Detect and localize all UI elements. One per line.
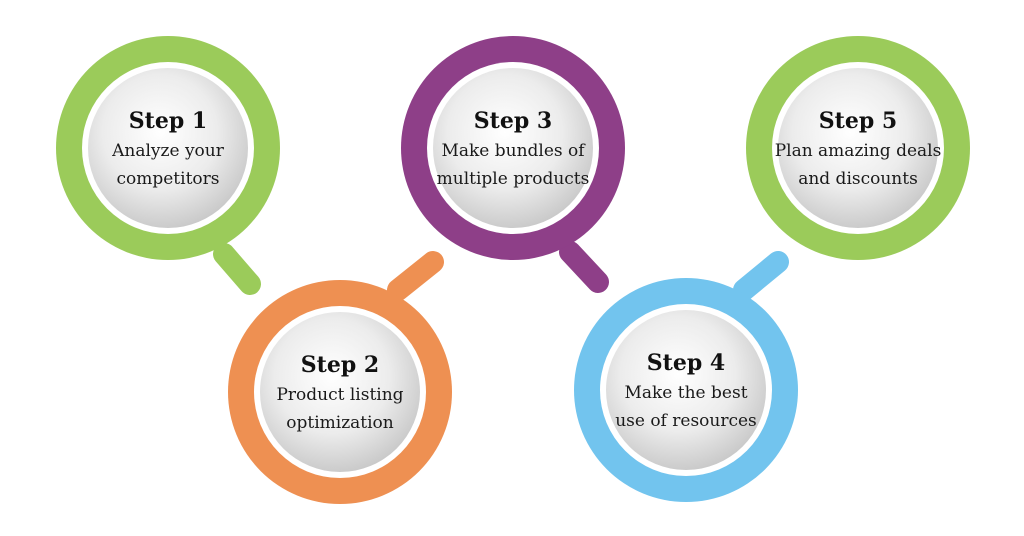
- step-5-lens: [778, 68, 938, 228]
- step-2-title: Step 2: [301, 352, 379, 378]
- step-3-handle: [559, 241, 609, 293]
- step-1-lens: [88, 68, 248, 228]
- step-5-title: Step 5: [819, 108, 897, 134]
- step-3-desc-line-2: multiple products: [437, 169, 590, 189]
- step-1: Step 1 Analyze your competitors: [56, 36, 280, 295]
- step-1-desc-line-1: Analyze your: [111, 141, 225, 161]
- step-1-handle: [213, 243, 261, 295]
- step-1-desc-line-2: competitors: [116, 169, 219, 189]
- step-4-lens: [606, 310, 766, 470]
- step-4: Step 4 Make the best use of resources: [574, 251, 798, 502]
- step-5-desc-line-1: Plan amazing deals: [775, 141, 942, 161]
- step-5: Step 5 Plan amazing deals and discounts: [746, 36, 970, 260]
- step-2-handle: [387, 251, 444, 301]
- step-3: Step 3 Make bundles of multiple products: [401, 36, 625, 293]
- step-2-desc-line-2: optimization: [286, 413, 394, 433]
- step-2-lens: [260, 312, 420, 472]
- step-1-title: Step 1: [129, 108, 207, 134]
- step-3-title: Step 3: [474, 108, 552, 134]
- step-4-desc-line-2: use of resources: [615, 411, 757, 431]
- step-3-lens: [433, 68, 593, 228]
- step-4-handle: [733, 251, 789, 301]
- step-2: Step 2 Product listing optimization: [228, 251, 452, 504]
- step-2-desc-line-1: Product listing: [276, 385, 403, 405]
- step-5-desc-line-2: and discounts: [798, 169, 918, 189]
- step-4-desc-line-1: Make the best: [624, 383, 747, 403]
- step-4-title: Step 4: [647, 350, 725, 376]
- step-3-desc-line-1: Make bundles of: [441, 141, 586, 161]
